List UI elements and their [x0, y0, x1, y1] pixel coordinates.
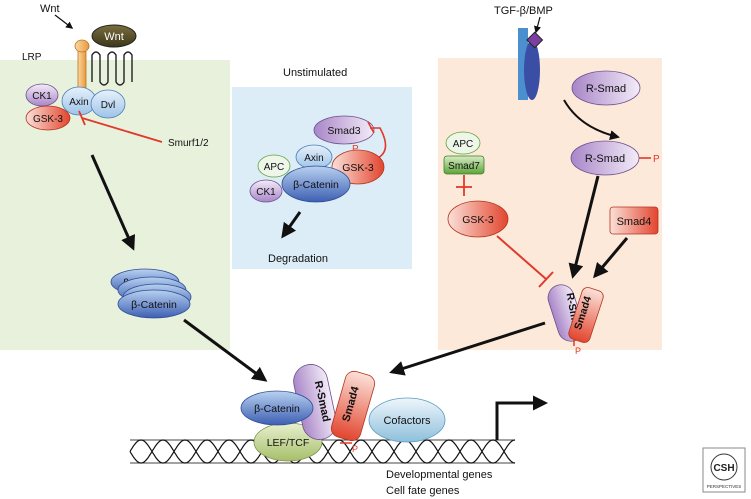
dna-strand	[129, 439, 516, 464]
smad3-label: Smad3	[327, 125, 360, 137]
unstimulated-title: Unstimulated	[283, 67, 347, 79]
gsk3-wnt	[25, 105, 71, 131]
rsmad-mid-p-label: P	[653, 154, 660, 165]
smad3-center	[313, 115, 375, 145]
tgf-receptor-membrane	[518, 28, 528, 100]
beta-catenin-nuclear-label: β-Catenin	[254, 403, 300, 415]
ck1-center-label: CK1	[256, 187, 276, 198]
apc-right	[445, 131, 481, 155]
ck1-wnt	[25, 83, 59, 107]
cofactors-label: Cofactors	[383, 415, 431, 427]
smad4-box-label: Smad4	[617, 216, 652, 228]
developmental-genes-label: Developmental genes	[386, 469, 493, 481]
tgf-label: TGF-β/BMP	[494, 5, 553, 17]
smad7-box	[443, 155, 485, 175]
ck1-wnt-label: CK1	[32, 91, 52, 102]
smad3-p-label: P	[352, 144, 359, 155]
smad7-label: Smad7	[448, 161, 480, 172]
csh-logo-text: CSH	[713, 463, 734, 474]
axin-center-label: Axin	[304, 153, 323, 164]
wnt-ligand	[91, 24, 137, 48]
smad4-box	[609, 206, 659, 235]
wnt-label: Wnt	[40, 3, 60, 15]
transcription-arrow	[495, 395, 548, 440]
gsk3-wnt-label: GSK-3	[33, 114, 63, 125]
beta-catenin-front	[117, 289, 191, 319]
axin-wnt-label: Axin	[69, 97, 88, 108]
apc-right-label: APC	[453, 139, 474, 150]
rsmad-top-label: R-Smad	[586, 83, 626, 95]
apc-center-label: APC	[264, 162, 285, 173]
cell-fate-genes-label: Cell fate genes	[386, 485, 460, 497]
csh-perspectives-logo: CSH PERSPECTIVES	[702, 447, 746, 493]
beta-catenin-center	[281, 165, 351, 203]
rsmad-smad4-complex: R-Smad Smad4 P	[547, 284, 604, 356]
beta-catenin-center-label: β-Catenin	[293, 179, 339, 191]
wnt-ligand-label: Wnt	[104, 31, 124, 43]
rsmad-mid-label: R-Smad	[585, 153, 625, 165]
ck1-center	[249, 179, 283, 203]
unstimulated-group: Unstimulated Smad3 P APC Axin GSK-3 CK1 …	[249, 67, 387, 265]
frizzled-receptor	[91, 51, 133, 86]
gsk3-right	[447, 200, 509, 238]
gsk3-center-label: GSK-3	[342, 162, 374, 174]
complex-p-label: P	[575, 346, 581, 356]
nuclear-complex: Cofactors LEF/TCF R-Smad Smad4 β-Catenin…	[240, 364, 446, 462]
smurf-label: Smurf1/2	[168, 138, 209, 149]
nuclear-p-label: P	[352, 444, 358, 454]
cofactors	[368, 397, 446, 443]
beta-catenin-stack: β-Catenin β-Catenin	[110, 268, 192, 319]
beta-catenin-nuclear	[240, 390, 314, 426]
degradation-label: Degradation	[268, 253, 328, 265]
rsmad-top	[571, 70, 641, 106]
lef-tcf-label: LEF/TCF	[267, 437, 310, 449]
apc-center	[257, 154, 291, 178]
beta-catenin-front-label: β-Catenin	[131, 299, 177, 311]
dvl-wnt	[90, 89, 126, 119]
smad4-nuclear	[330, 370, 376, 442]
tgf-receptor	[524, 40, 540, 100]
dvl-wnt-label: Dvl	[101, 100, 115, 111]
csh-logo-subtext: PERSPECTIVES	[707, 484, 742, 489]
tgf-group: TGF-β/BMP R-Smad R-Smad P APC Smad7 GSK-…	[443, 5, 660, 356]
tgf-ligand	[526, 31, 544, 49]
wnt-receptor-group: Wnt Wnt LRP CK1 GSK-3 Axin Dvl Smurf1/2	[22, 3, 209, 149]
lrp-label: LRP	[22, 52, 42, 63]
gsk3-right-label: GSK-3	[462, 214, 494, 226]
